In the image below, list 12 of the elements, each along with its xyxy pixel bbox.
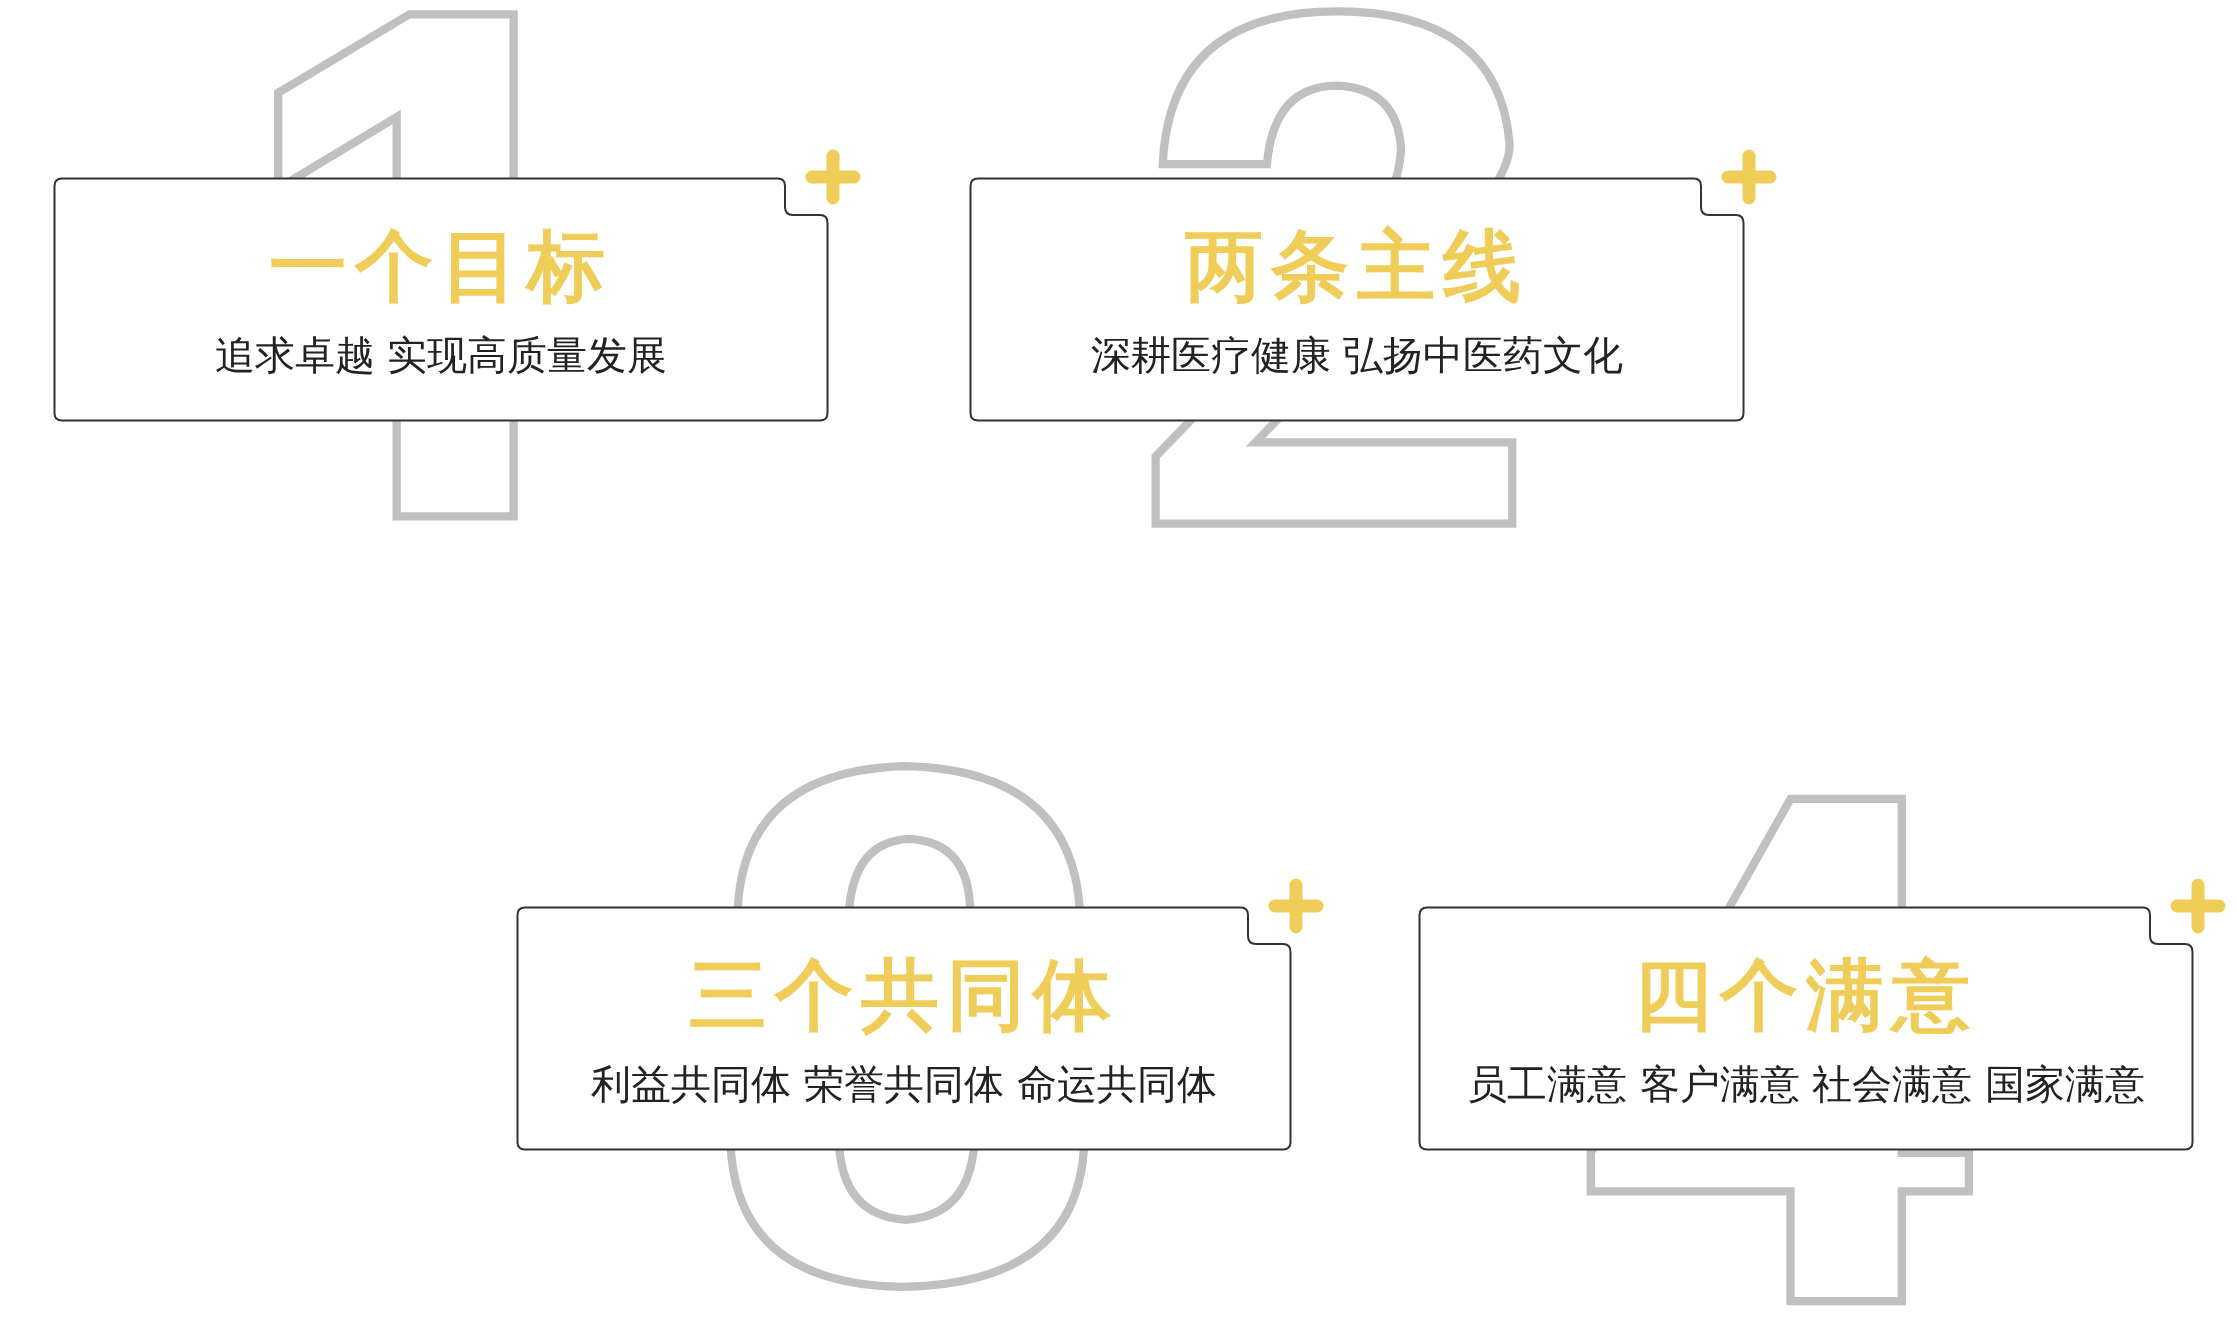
info-card [53,177,829,422]
card-heading: 三个共同体 [688,956,1120,1034]
card-heading: 一个目标 [268,227,614,305]
card-heading: 两条主线 [1184,227,1530,305]
info-card [516,906,1292,1151]
card-subtitle: 员工满意 客户满意 社会满意 国家满意 [1465,1064,2147,1104]
card-subtitle: 利益共同体 荣誉共同体 命运共同体 [590,1064,1218,1104]
card-subtitle: 深耕医疗健康 弘扬中医药文化 [1089,335,1625,375]
info-card [969,177,1745,422]
card-subtitle: 追求卓越 实现高质量发展 [213,335,669,375]
info-card [1418,906,2194,1151]
card-heading: 四个满意 [1633,956,1979,1034]
